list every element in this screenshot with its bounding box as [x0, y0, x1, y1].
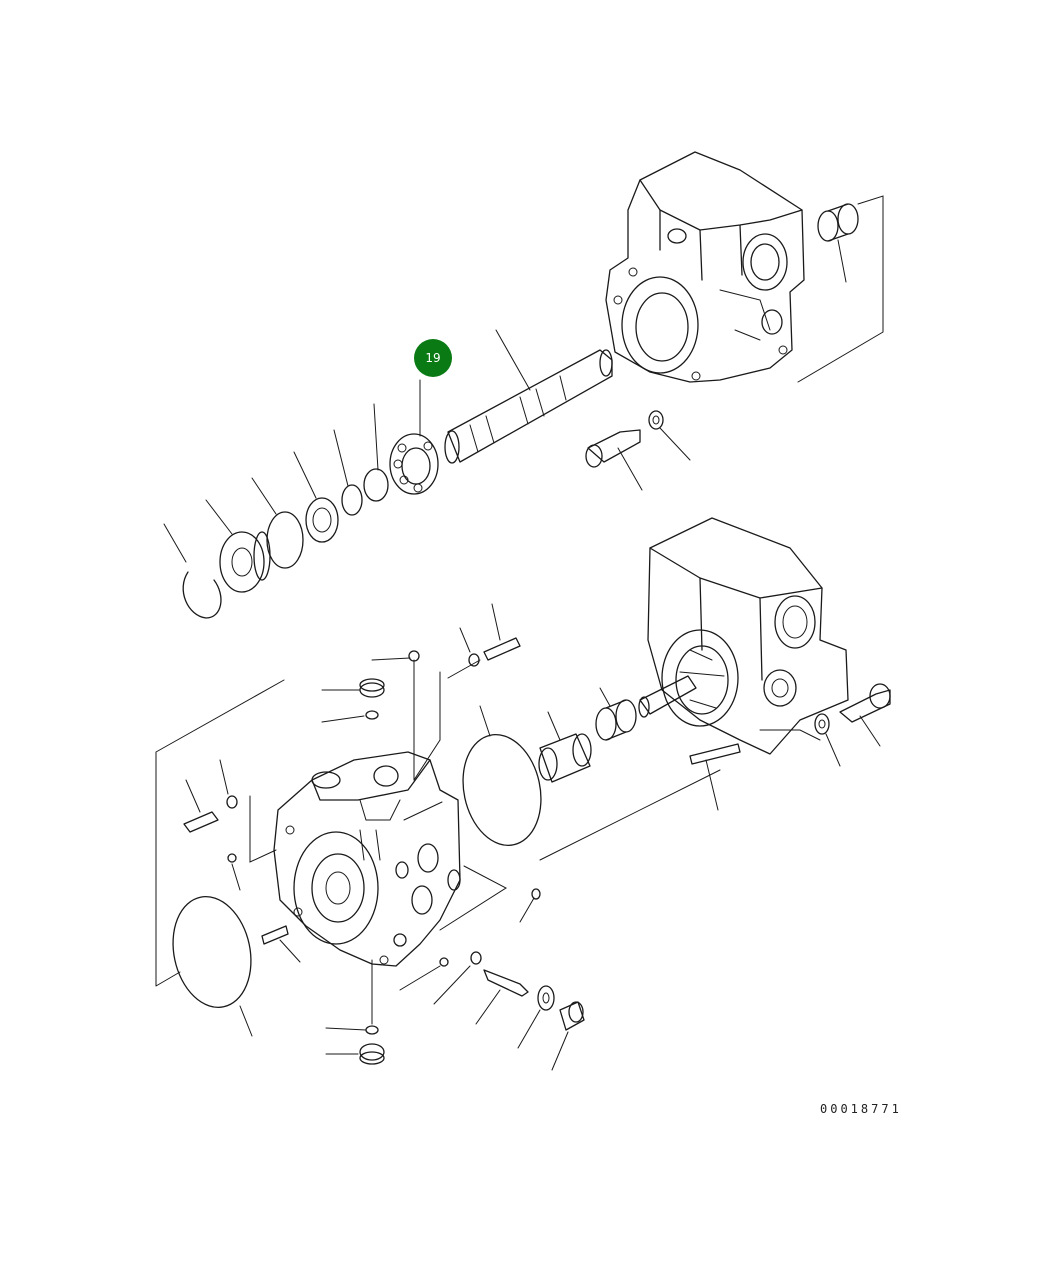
- callout-marker[interactable]: [414, 339, 452, 377]
- callout-label: 19: [425, 351, 440, 365]
- connector-lines: [403, 659, 721, 931]
- right-side-fittings: [399, 888, 585, 1071]
- upper-bolt-and-washer: [585, 410, 691, 491]
- lower-pump-housing: [647, 517, 849, 755]
- lower-bolt-and-washer: [814, 683, 891, 767]
- upper-needle-bearing: [797, 195, 884, 383]
- left-side-fittings: [155, 679, 301, 1037]
- callout-19[interactable]: 19: [414, 339, 452, 377]
- lower-sleeve: [538, 711, 592, 783]
- lower-dowel-pin: [689, 743, 741, 811]
- lower-drive-shaft: [638, 675, 821, 741]
- large-o-ring: [462, 705, 542, 846]
- ball-bearing: [389, 379, 439, 495]
- upper-small-seals: [163, 403, 389, 619]
- upper-drive-shaft: [444, 329, 613, 464]
- valve-body: [273, 751, 461, 967]
- valve-plugs-and-fittings: [321, 603, 521, 1065]
- upper-pump-housing: [605, 151, 805, 383]
- lower-needle-bearing: [595, 687, 637, 741]
- drawing-number: 00018771: [820, 1102, 902, 1116]
